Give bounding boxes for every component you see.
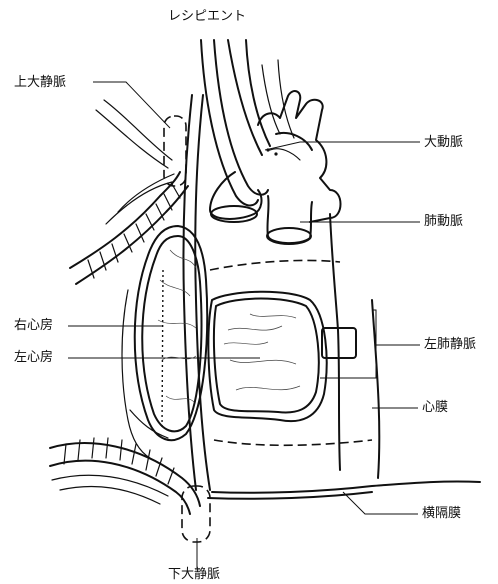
leader-lines xyxy=(68,82,420,568)
ivc-label: 下大静脈 xyxy=(168,568,220,581)
left-atrium xyxy=(208,292,356,421)
pa-label: 肺動脈 xyxy=(424,215,463,228)
ra-label: 右心房 xyxy=(14,319,53,332)
leader-svc xyxy=(93,82,170,128)
la-label: 左心房 xyxy=(14,351,53,364)
aorta-label: 大動脈 xyxy=(424,136,463,149)
leader-lpv xyxy=(372,310,420,345)
recipient-label: レシピエント xyxy=(168,10,246,23)
leader-diaphragm xyxy=(343,492,418,514)
lpv-label: 左肺静脈 xyxy=(424,338,476,351)
recipient-vessels xyxy=(201,40,294,206)
leader-aorta xyxy=(265,142,420,150)
svc-label: 上大静脈 xyxy=(14,76,66,89)
diaphragm-label: 横隔膜 xyxy=(422,507,461,520)
pericardium-label: 心膜 xyxy=(422,401,448,414)
leader-lpv-2 xyxy=(320,345,376,378)
great-vessel-stumps xyxy=(210,91,341,244)
heart-outline xyxy=(183,95,480,499)
